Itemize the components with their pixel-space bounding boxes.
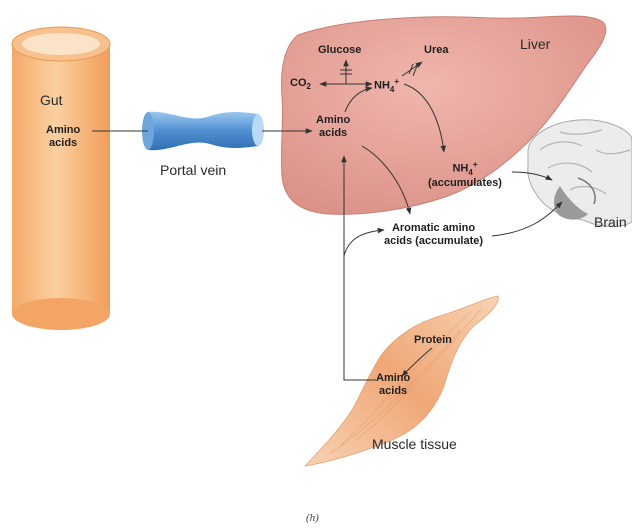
label-co2-text: CO — [290, 77, 307, 89]
label-aromatic-line2: acids (accumulate) — [384, 235, 483, 248]
label-gut-amino-acids: Amino acids — [46, 124, 80, 149]
label-portal-vein: Portal vein — [160, 162, 226, 178]
label-muscle-amino-line2: acids — [376, 385, 410, 398]
label-muscle-amino-line1: Amino — [376, 372, 410, 385]
label-urea: Urea — [424, 44, 448, 57]
label-nh4-liver-sub: 4 — [390, 85, 394, 94]
label-liver-amino-line1: Amino — [316, 114, 350, 127]
arrow-branch-to-aromatic — [344, 230, 384, 256]
label-co2-sub: 2 — [307, 82, 311, 91]
label-nh4-accum-sub: 4 — [468, 168, 472, 177]
label-liver-amino-acids: Amino acids — [316, 114, 350, 139]
label-muscle-amino-acids: Amino acids — [376, 372, 410, 397]
brain-organ — [528, 120, 632, 227]
label-nh4-accumulates: NH4+ (accumulates) — [428, 160, 502, 190]
label-glucose: Glucose — [318, 44, 361, 57]
label-aromatic-line1: Aromatic amino — [384, 222, 483, 235]
label-nh4-accum-line1: NH4+ — [428, 160, 502, 177]
label-gut-amino-line1: Amino — [46, 124, 80, 137]
label-gut-amino-line2: acids — [46, 137, 80, 150]
label-gut: Gut — [40, 92, 63, 108]
label-protein: Protein — [414, 334, 452, 347]
portal-vein — [142, 112, 264, 150]
label-brain: Brain — [594, 214, 627, 230]
label-liver: Liver — [520, 36, 550, 52]
label-nh4-accum-line2: (accumulates) — [428, 177, 502, 190]
label-nh4-liver: NH4+ — [374, 77, 399, 94]
label-nh4-liver-sup: + — [394, 77, 399, 86]
figure-caption: (h) — [306, 512, 319, 525]
label-nh4-accum-text: NH — [452, 163, 468, 175]
label-nh4-accum-sup: + — [473, 160, 478, 169]
label-liver-amino-line2: acids — [316, 127, 350, 140]
label-aromatic-amino-acids: Aromatic amino acids (accumulate) — [384, 222, 483, 247]
label-nh4-liver-text: NH — [374, 80, 390, 92]
label-muscle-tissue: Muscle tissue — [372, 436, 457, 452]
label-co2: CO2 — [290, 77, 311, 91]
gut-tube — [12, 27, 110, 330]
